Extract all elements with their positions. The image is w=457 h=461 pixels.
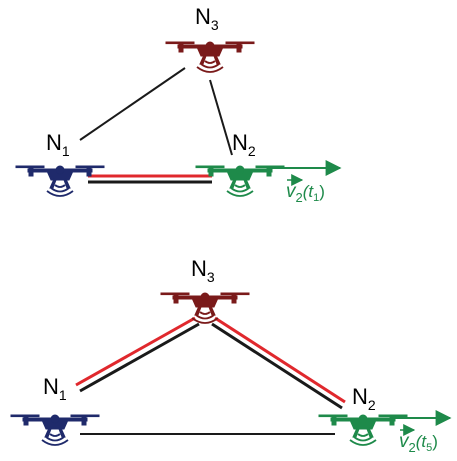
bottom-link-n1-n3-red — [75, 316, 196, 387]
bottom-label-n1: N1 — [43, 374, 67, 403]
bottom-label-n2: N2 — [352, 384, 376, 413]
top-link-n3-n2 — [209, 79, 233, 156]
top-drone-n3 — [165, 41, 255, 73]
bottom-link-n3-n2-black — [211, 322, 343, 410]
bottom-link-n3-n2-red — [214, 316, 346, 404]
top-label-n2: N2 — [232, 130, 256, 159]
bottom-link-n1-n3-black — [79, 322, 200, 393]
top-label-n3: N3 — [195, 4, 219, 33]
bottom-drone-n1 — [10, 414, 100, 446]
bottom-drone-n2 — [318, 414, 408, 446]
top-link-n1-n3 — [79, 67, 186, 141]
bottom-drone-n3 — [160, 292, 250, 324]
bottom-velocity-label: v2(t5) — [399, 424, 438, 455]
bottom-scene: N3 N1 N2 v2(t5) — [10, 256, 452, 455]
bottom-label-n3: N3 — [191, 256, 215, 285]
svg-text:v2(t1): v2(t1) — [286, 181, 325, 205]
top-label-n1: N1 — [46, 130, 70, 159]
svg-text:v2(t5): v2(t5) — [399, 431, 438, 455]
top-scene: N3 N1 N2 v2(t1) — [15, 4, 342, 205]
top-velocity-label: v2(t1) — [286, 174, 325, 205]
